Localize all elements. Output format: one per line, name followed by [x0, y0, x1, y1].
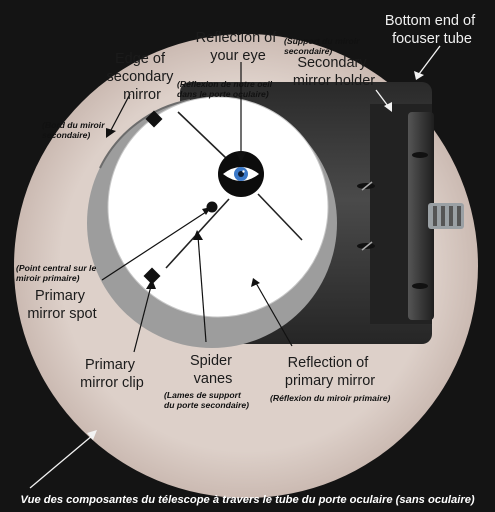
pointer-lines — [29, 45, 441, 489]
note-reflexion-primaire: (Réflexion du miroir primaire) — [270, 393, 390, 403]
note-bord-secondaire: (Bord du miroir secondaire) — [42, 120, 107, 140]
label-secondary-holder: Secondary mirror holder — [293, 55, 375, 89]
primary-mirror-reflection — [108, 97, 328, 317]
secondary-mirror-edge — [99, 99, 191, 169]
label-edge-secondary: Edge of secondary mirror — [107, 51, 178, 103]
label-reflection-eye: Reflection of your eye — [196, 30, 281, 64]
primary-mirror-clip-bottom — [143, 267, 161, 285]
eye-reflection — [218, 151, 264, 197]
primary-mirror-clip-top — [145, 110, 163, 128]
note-lames-support: (Lames de support du porte secondaire) — [164, 390, 249, 410]
note-support-secondaire: (Support du miroir secondaire) — [284, 36, 362, 56]
label-reflection-primary: Reflection of primary mirror — [285, 355, 375, 389]
label-bottom-end-focuser: Bottom end of focuser tube — [385, 13, 479, 47]
label-primary-spot: Primary mirror spot — [27, 288, 96, 322]
label-spider-vanes: Spider vanes — [190, 353, 236, 387]
note-reflexion-oeil: (Réflexion de notre oeil dans le porte o… — [177, 79, 274, 99]
label-primary-clip: Primary mirror clip — [80, 357, 144, 391]
note-point-central: (Point central sur le miroir primaire) — [16, 263, 99, 283]
caption: Vue des composantes du télescope à trave… — [20, 494, 475, 506]
